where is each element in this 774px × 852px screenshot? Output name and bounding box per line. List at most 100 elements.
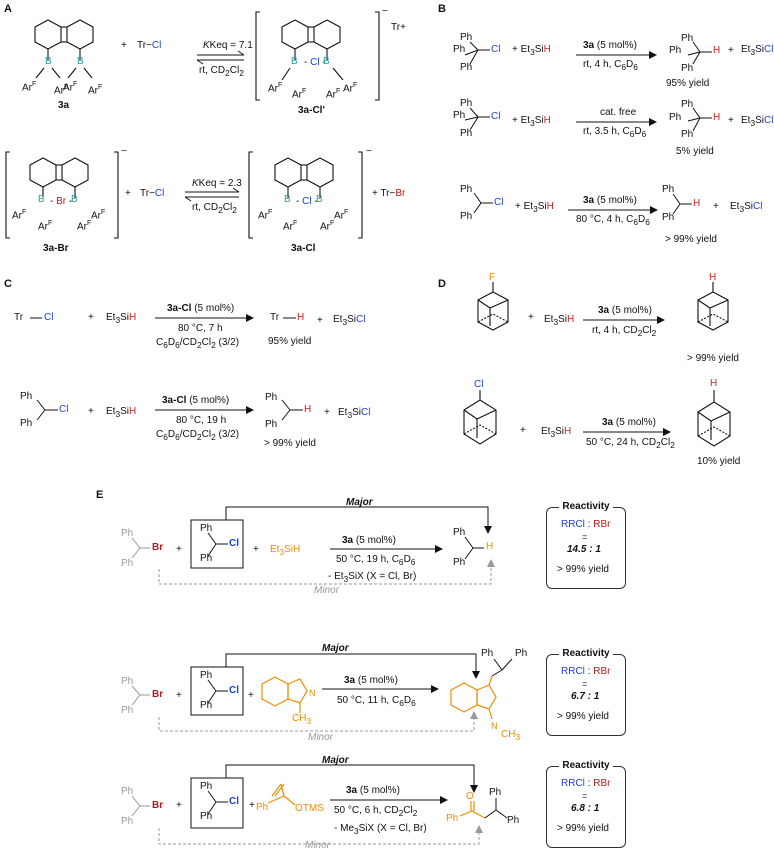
plus-sign: + [253, 544, 259, 555]
yield-e3: > 99% yield [557, 823, 609, 834]
reactivity-box-1: Reactivity RRCl : RBr = 14.5 : 1 > 99% y… [546, 501, 626, 589]
note-e1: - Et3SiX (X = Cl, Br) [328, 571, 417, 584]
ratio-value-2: 6.7 : 1 [571, 691, 600, 702]
hydrogen: H [713, 112, 721, 123]
minor-pathway-label: Minor [308, 732, 334, 743]
phenyl: Ph [489, 787, 502, 798]
conditions-e2: 50 °C, 11 h, C6D6 [337, 695, 416, 708]
yield-d1: > 99% yield [687, 353, 739, 364]
trityl-bromide: + Tr−Br [372, 188, 406, 199]
arf-group: ArF [63, 81, 78, 94]
major-pathway-label: Major [322, 755, 349, 766]
plus-sign: + [176, 690, 182, 701]
phenyl: Ph [20, 391, 33, 402]
silyl-chloride: Et3SiCl [338, 407, 371, 420]
compound-label-3a-cl-prime: 3a-Cl' [298, 105, 325, 116]
arf-group: ArF [54, 84, 69, 97]
ratio-header: RRCl : RBr [561, 519, 611, 530]
boxed-substrate-2 [190, 666, 244, 716]
catalyst-c1: 3a-Cl (5 mol%) [167, 303, 235, 314]
conditions-e1: 50 °C, 19 h, C6D6 [336, 554, 416, 567]
bridging-bromide: - Br - [50, 196, 73, 207]
arf-group: ArF [343, 82, 358, 95]
plus-sign: + [248, 690, 254, 701]
catalyst-d1: 3a (5 mol%) [598, 305, 652, 316]
conditions-a1: rt, CD2Cl2 [199, 65, 244, 78]
carbonyl-oxygen: O [466, 791, 474, 802]
note-e3: - Me3SiX (X = Cl, Br) [334, 823, 427, 836]
phenyl-orange: Ph [256, 802, 269, 813]
panel-label-b: B [438, 3, 446, 15]
indole-structure [261, 675, 497, 720]
compound-label-3a-cl: 3a-Cl [291, 243, 316, 254]
arf-group: ArF [22, 81, 37, 94]
plus-sign: + [317, 315, 323, 326]
n-methyl: CH3 [292, 713, 312, 726]
plus-sign: + [121, 40, 127, 51]
phenyl: Ph [460, 32, 473, 43]
hydrogen: H [710, 378, 718, 389]
minor-pathway-label: Minor [314, 585, 340, 596]
conditions-b2: rt, 3.5 h, C6D6 [583, 126, 647, 139]
compound-3a-cl-prime-structure [255, 11, 380, 101]
silane-reagent: + Et3SiH [512, 44, 551, 57]
phenyl: Ph [453, 44, 466, 55]
panel-d-arrows [583, 316, 671, 436]
catalyst-e1: 3a (5 mol%) [342, 535, 396, 546]
arf-group: ArF [77, 220, 92, 233]
phenyl: Ph [681, 99, 694, 110]
silyl-enol-ether-structure [267, 783, 486, 819]
phenyl: Ph [460, 211, 473, 222]
yield-b1: 95% yield [666, 78, 710, 89]
silane-reagent: Et3SiH [106, 312, 137, 325]
phenyl: Ph [265, 419, 278, 430]
boron-atom: B [291, 56, 298, 67]
hydrogen: H [713, 45, 721, 56]
panel-d-structures [463, 282, 731, 447]
phenyl-grey: Ph [121, 528, 134, 539]
phenyl-grey: Ph [121, 558, 134, 569]
catalyst-d2: 3a (5 mol%) [602, 417, 656, 428]
yield-c2: > 99% yield [264, 438, 316, 449]
silyl-chloride: Et3SiCl [741, 44, 774, 57]
trityl: Tr [270, 312, 280, 323]
yield-b2: 5% yield [676, 146, 714, 157]
boron-atom: B [38, 194, 45, 205]
catalyst-c2: 3a-Cl (5 mol%) [162, 395, 230, 406]
phenyl: Ph [681, 63, 694, 74]
panel-label-c: C [4, 278, 12, 290]
arf-group: ArF [320, 220, 335, 233]
boron-atom: B [284, 194, 291, 205]
phenyl: Ph [460, 184, 473, 195]
yield-b3: > 99% yield [665, 234, 717, 245]
boron-atom: B [71, 194, 78, 205]
phenyl-grey: Ph [121, 816, 134, 827]
conditions-b1: rt, 4 h, C6D6 [583, 59, 638, 72]
plus-sign: + [713, 201, 719, 212]
bridging-chloride: - Cl - [296, 196, 318, 207]
phenyl-orange: Ph [446, 813, 459, 824]
panel-e-graphics [158, 506, 495, 845]
phenyl: Ph [507, 815, 520, 826]
silane-reagent: + Et3SiH [512, 115, 551, 128]
silane-reagent: Et3SiH [106, 406, 137, 419]
boron-atom: B [77, 56, 84, 67]
hydrogen: H [709, 272, 717, 283]
phenyl: Ph [669, 112, 682, 123]
indole-nitrogen: N [491, 721, 498, 731]
phenyl: Ph [200, 700, 213, 711]
trityl-chloride: Tr−Cl [137, 40, 162, 51]
phenyl: Ph [662, 184, 675, 195]
phenyl: Ph [515, 648, 528, 659]
otms-group: OTMS [295, 803, 324, 814]
minor-pathway-label: Minor [305, 840, 331, 851]
plus-sign: + [728, 115, 734, 126]
bromine: Br [152, 542, 164, 553]
chlorine: Cl [491, 111, 501, 122]
silane-reagent-orange: Et3SiH [270, 544, 301, 557]
silyl-chloride: Et3SiCl [333, 314, 366, 327]
ratio-value-3: 6.8 : 1 [571, 803, 600, 814]
conditions-c1: 80 °C, 7 h [178, 323, 223, 334]
phenyl: Ph [200, 811, 213, 822]
bromine: Br [152, 689, 164, 700]
